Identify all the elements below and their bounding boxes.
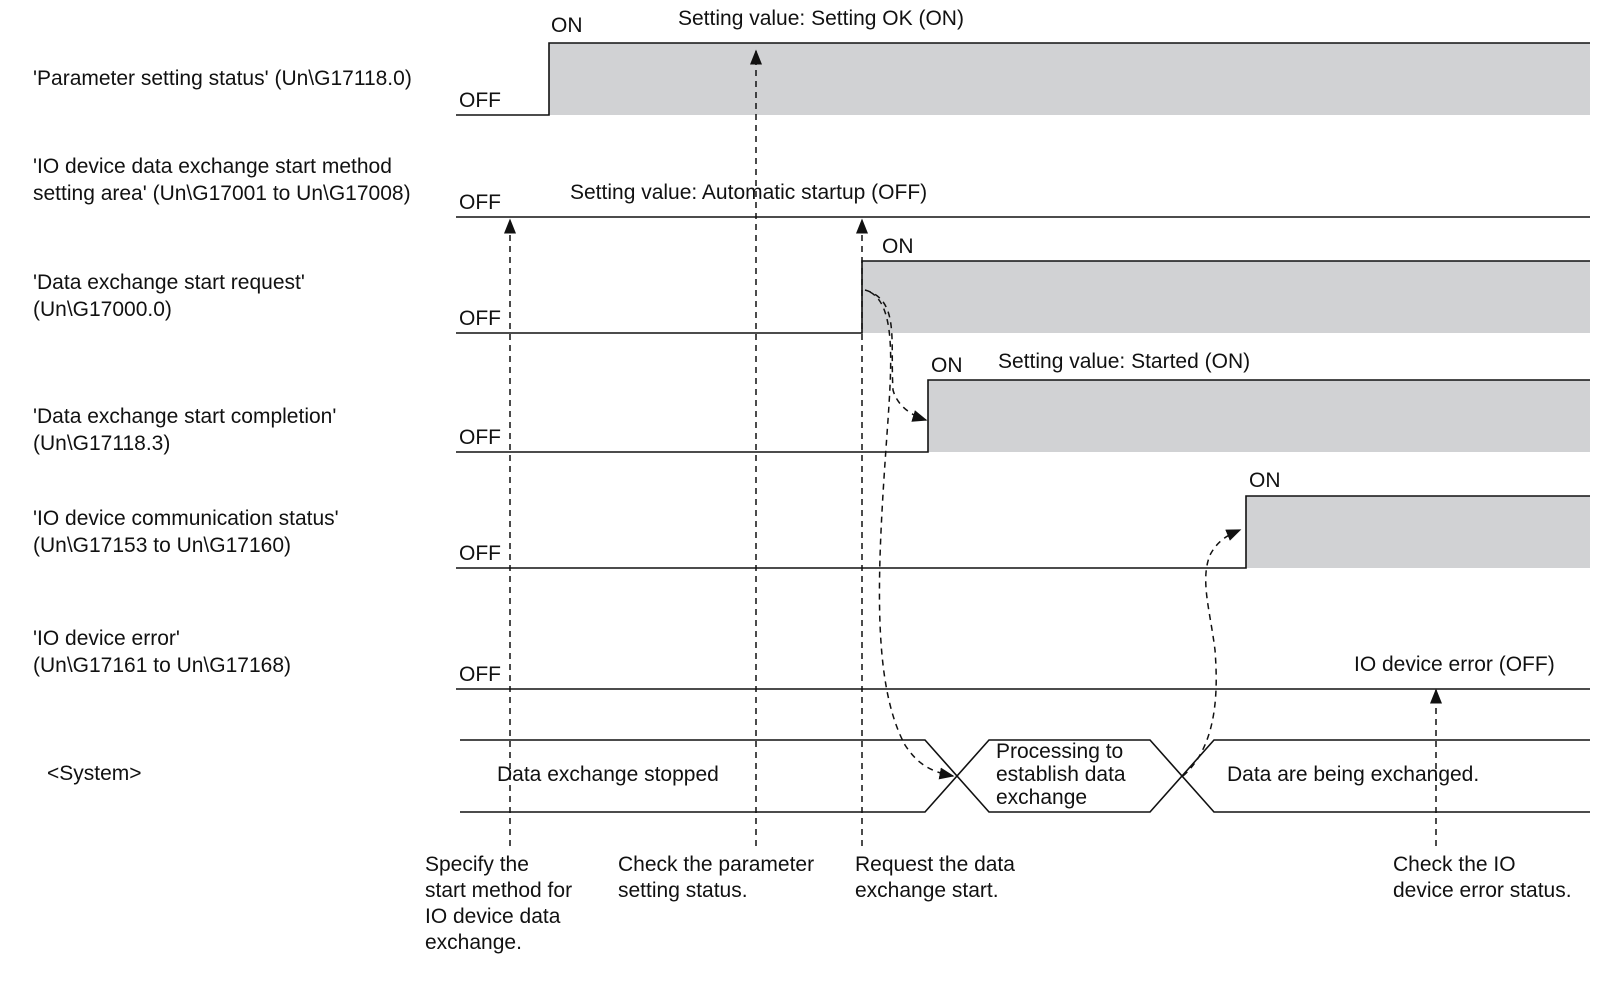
signal-label-data-exchange-start-completion: 'Data exchange start completion' (Un\G17… xyxy=(33,405,337,455)
system-state-band xyxy=(460,739,1590,813)
annotation-automatic-startup: Setting value: Automatic startup (OFF) xyxy=(570,181,928,204)
waveform-io-device-communication-status xyxy=(456,495,1590,569)
off-label-data-exchange-start-completion: OFF xyxy=(459,426,501,449)
on-label-data-exchange-start-request: ON xyxy=(882,235,914,258)
step-check-io-device-error: Check the IO device error status. xyxy=(1393,853,1572,902)
off-label-start-method-setting-area: OFF xyxy=(459,191,501,214)
signal-label-parameter-setting-status: 'Parameter setting status' (Un\G17118.0) xyxy=(33,67,412,90)
system-label: <System> xyxy=(47,762,142,785)
waveform-data-exchange-start-completion xyxy=(456,379,1590,453)
system-state-processing: Processing to establish data exchange xyxy=(996,740,1126,809)
off-label-parameter-setting-status: OFF xyxy=(459,89,501,112)
signal-label-io-device-communication-status: 'IO device communication status' (Un\G17… xyxy=(33,507,339,557)
on-label-parameter-setting-status: ON xyxy=(551,14,583,37)
signal-label-data-exchange-start-request: 'Data exchange start request' (Un\G17000… xyxy=(33,271,305,321)
on-label-data-exchange-start-completion: ON xyxy=(931,354,963,377)
annotation-started: Setting value: Started (ON) xyxy=(998,350,1251,373)
off-label-io-device-error: OFF xyxy=(459,663,501,686)
annotation-io-device-error-off: IO device error (OFF) xyxy=(1354,653,1555,676)
step-request-exchange-start: Request the data exchange start. xyxy=(855,853,1015,902)
system-state-stopped: Data exchange stopped xyxy=(497,763,719,786)
annotation-setting-ok: Setting value: Setting OK (ON) xyxy=(678,7,964,30)
off-label-io-device-communication-status: OFF xyxy=(459,542,501,565)
curve-request-to-completion xyxy=(864,289,928,422)
system-state-exchanging: Data are being exchanged. xyxy=(1227,763,1480,786)
on-label-io-device-communication-status: ON xyxy=(1249,469,1281,492)
curve-processing-to-communication xyxy=(1182,529,1242,777)
off-label-data-exchange-start-request: OFF xyxy=(459,307,501,330)
waveform-parameter-setting-status xyxy=(456,42,1590,116)
step-specify-start-method: Specify the start method for IO device d… xyxy=(425,853,573,954)
waveform-data-exchange-start-request xyxy=(456,260,1590,334)
signal-label-io-device-error: 'IO device error' (Un\G17161 to Un\G1716… xyxy=(33,627,291,677)
step-check-parameter-status: Check the parameter setting status. xyxy=(618,853,815,902)
curve-request-to-processing xyxy=(869,291,955,780)
signal-label-start-method-setting-area: 'IO device data exchange start method se… xyxy=(33,155,411,205)
